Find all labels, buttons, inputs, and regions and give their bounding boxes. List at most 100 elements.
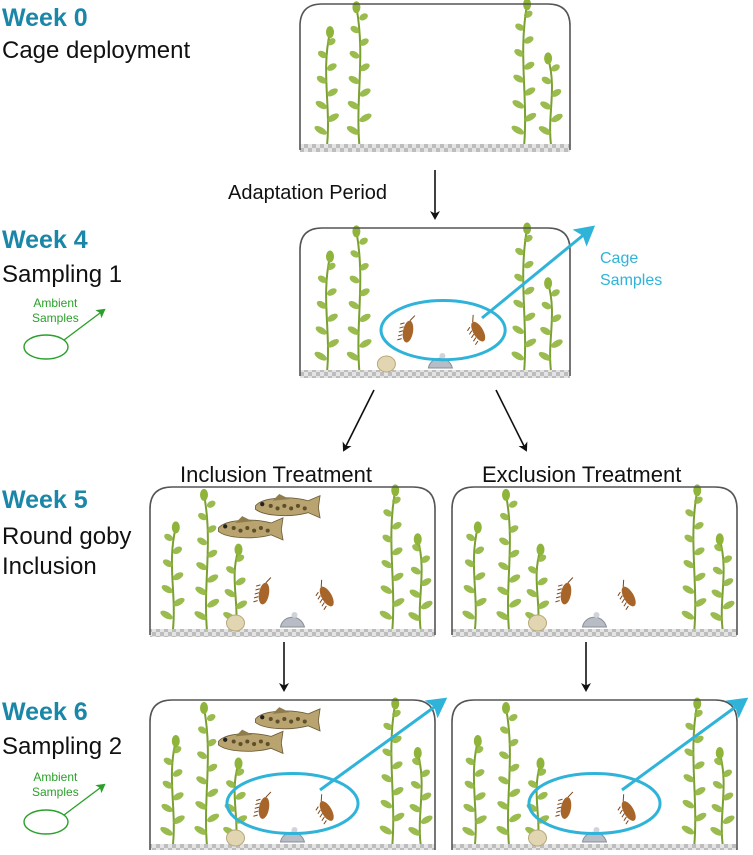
plant-leaf xyxy=(466,533,475,541)
plant-leaf xyxy=(160,826,173,836)
plant-leaf xyxy=(162,780,173,789)
cage-samples-label-line2: Samples xyxy=(600,272,663,289)
plant-leaf xyxy=(164,533,173,541)
amphipod-leg xyxy=(321,816,325,821)
plant-leaf xyxy=(514,273,525,282)
goby-spot xyxy=(265,742,270,747)
plant-leaf xyxy=(538,126,551,135)
plant-leaf xyxy=(346,125,360,135)
cage-substrate xyxy=(452,629,737,637)
cage-outline xyxy=(451,486,738,635)
plant-leaf xyxy=(410,781,421,789)
goby-dorsal-fin xyxy=(235,516,253,523)
amphipod-leg xyxy=(619,595,623,600)
plant-leaf xyxy=(685,509,695,517)
plant-leaf xyxy=(496,611,509,621)
plant-leaf xyxy=(420,600,433,610)
plant-leaf xyxy=(234,757,243,770)
plant-stem xyxy=(547,58,553,147)
plant-leaf xyxy=(235,791,246,800)
plant-leaf xyxy=(714,544,723,552)
goby-spot xyxy=(302,719,307,724)
plant-leaf xyxy=(392,812,405,822)
snail-tip xyxy=(593,827,600,833)
plant-leaf xyxy=(513,74,525,83)
goby-spot xyxy=(231,526,236,531)
plant-leaf xyxy=(392,761,403,770)
plant-leaf xyxy=(226,780,236,788)
plant-leaf xyxy=(197,751,207,760)
plant-leaf xyxy=(462,826,475,836)
plant-leaf xyxy=(511,351,524,361)
aquatic-plant xyxy=(681,697,707,847)
plant-leaf xyxy=(194,611,207,621)
plant-leaf xyxy=(474,597,487,607)
plant-leaf xyxy=(474,815,487,824)
plant-leaf xyxy=(206,738,217,747)
plant-leaf xyxy=(694,547,705,556)
snail-tip xyxy=(593,612,600,618)
plant-leaf xyxy=(198,726,208,734)
amphipod-leg xyxy=(623,602,627,607)
ambient-sample-circle xyxy=(23,334,69,360)
plant-leaf xyxy=(463,803,475,813)
amphipod-body xyxy=(621,586,636,607)
aquatic-plant xyxy=(511,222,537,373)
plant-leaf xyxy=(359,113,372,123)
cage-samples-label-line1: Cage xyxy=(600,250,639,267)
snail-shell xyxy=(279,616,306,628)
exclusion-branch-arrow xyxy=(495,389,528,452)
plant-leaf xyxy=(197,537,207,546)
plant-leaf xyxy=(348,301,360,310)
plant-leaf xyxy=(172,572,184,581)
plant-leaf xyxy=(551,339,563,348)
plant-leaf xyxy=(326,63,337,71)
goby-spot xyxy=(275,719,280,724)
snail-tip xyxy=(291,612,298,618)
aquatic-plant xyxy=(160,735,185,847)
mussel-shell xyxy=(226,829,245,847)
plant-stem xyxy=(355,7,362,147)
round-goby-fish xyxy=(217,516,284,541)
plant-leaf xyxy=(463,585,475,594)
amphipod-leg xyxy=(255,802,260,805)
plant-leaf xyxy=(196,776,207,785)
amphipod-leg xyxy=(558,584,563,587)
goby-dorsal-fin xyxy=(235,729,253,737)
plant-leaf xyxy=(508,525,519,533)
mussel-shell xyxy=(528,829,547,847)
plant-leaf xyxy=(528,780,538,788)
goby-spot xyxy=(238,742,243,747)
goby-dorsal-fin xyxy=(272,493,290,501)
plant-leaf xyxy=(172,597,185,607)
plant-leaf xyxy=(684,748,695,757)
amphipod-leg xyxy=(319,813,323,818)
plant-leaf xyxy=(314,125,327,135)
aquatic-plant xyxy=(710,533,735,632)
plant-leaf xyxy=(347,326,360,335)
plant-stem xyxy=(692,490,699,632)
plant-leaf xyxy=(380,799,393,809)
plant-leaf xyxy=(711,803,723,813)
goby-eye xyxy=(260,502,265,507)
amphipod-antenna xyxy=(409,315,416,322)
plant-leaf xyxy=(544,52,553,65)
cage-week-0 xyxy=(299,0,571,152)
cage-substrate xyxy=(150,844,435,852)
amphipod-leg xyxy=(623,816,627,821)
round-goby-fish xyxy=(217,729,284,755)
plant-leaf xyxy=(207,788,219,797)
plant-leaf xyxy=(350,250,360,258)
plant-leaf xyxy=(315,100,327,110)
plant-leaf xyxy=(515,247,525,256)
plant-stem xyxy=(325,256,331,373)
plant-leaf xyxy=(722,578,734,587)
aquatic-plant xyxy=(462,735,487,847)
goby-body xyxy=(217,517,284,541)
plant-leaf xyxy=(684,534,695,543)
plant-leaf xyxy=(538,351,551,361)
plant-leaf xyxy=(234,543,243,556)
amphipod-antenna xyxy=(622,579,625,588)
plant-leaf xyxy=(206,713,216,722)
plant-leaf xyxy=(551,289,560,297)
